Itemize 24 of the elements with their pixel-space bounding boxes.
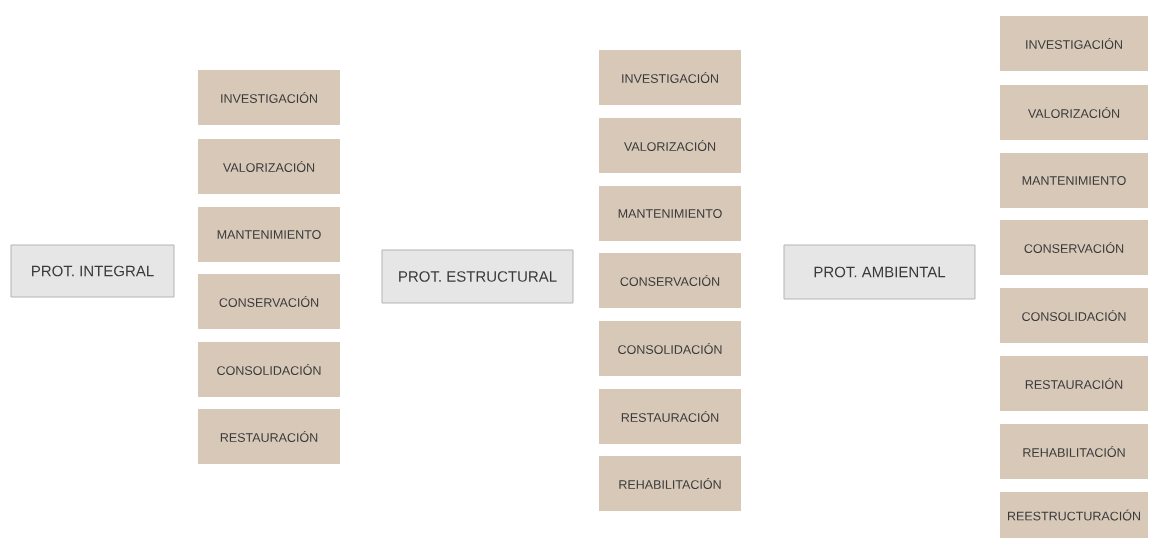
item-box: VALORIZACIÓN xyxy=(1000,85,1148,140)
item-box: MANTENIMIENTO xyxy=(599,186,741,241)
item-box: CONSOLIDACIÓN xyxy=(1000,288,1148,343)
heading-box: PROT. AMBIENTAL xyxy=(783,244,976,300)
item-box: REHABILITACIÓN xyxy=(599,456,741,511)
item-box: RESTAURACIÓN xyxy=(1000,356,1148,411)
item-box: CONSOLIDACIÓN xyxy=(599,321,741,376)
item-box: INVESTIGACIÓN xyxy=(599,50,741,105)
item-box: REESTRUCTURACIÓN xyxy=(1000,492,1148,538)
item-box: RESTAURACIÓN xyxy=(599,389,741,444)
item-box: INVESTIGACIÓN xyxy=(1000,16,1148,71)
item-box: RESTAURACIÓN xyxy=(198,409,340,464)
item-box: REHABILITACIÓN xyxy=(1000,424,1148,479)
heading-box: PROT. ESTRUCTURAL xyxy=(381,249,574,304)
item-box: VALORIZACIÓN xyxy=(599,118,741,173)
item-box: CONSERVACIÓN xyxy=(198,274,340,329)
item-box: MANTENIMIENTO xyxy=(1000,153,1148,208)
item-box: VALORIZACIÓN xyxy=(198,139,340,194)
heading-box: PROT. INTEGRAL xyxy=(10,244,175,298)
item-box: INVESTIGACIÓN xyxy=(198,70,340,125)
item-box: CONSERVACIÓN xyxy=(599,253,741,308)
item-box: CONSOLIDACIÓN xyxy=(198,342,340,397)
item-box: CONSERVACIÓN xyxy=(1000,220,1148,275)
item-box: MANTENIMIENTO xyxy=(198,207,340,262)
